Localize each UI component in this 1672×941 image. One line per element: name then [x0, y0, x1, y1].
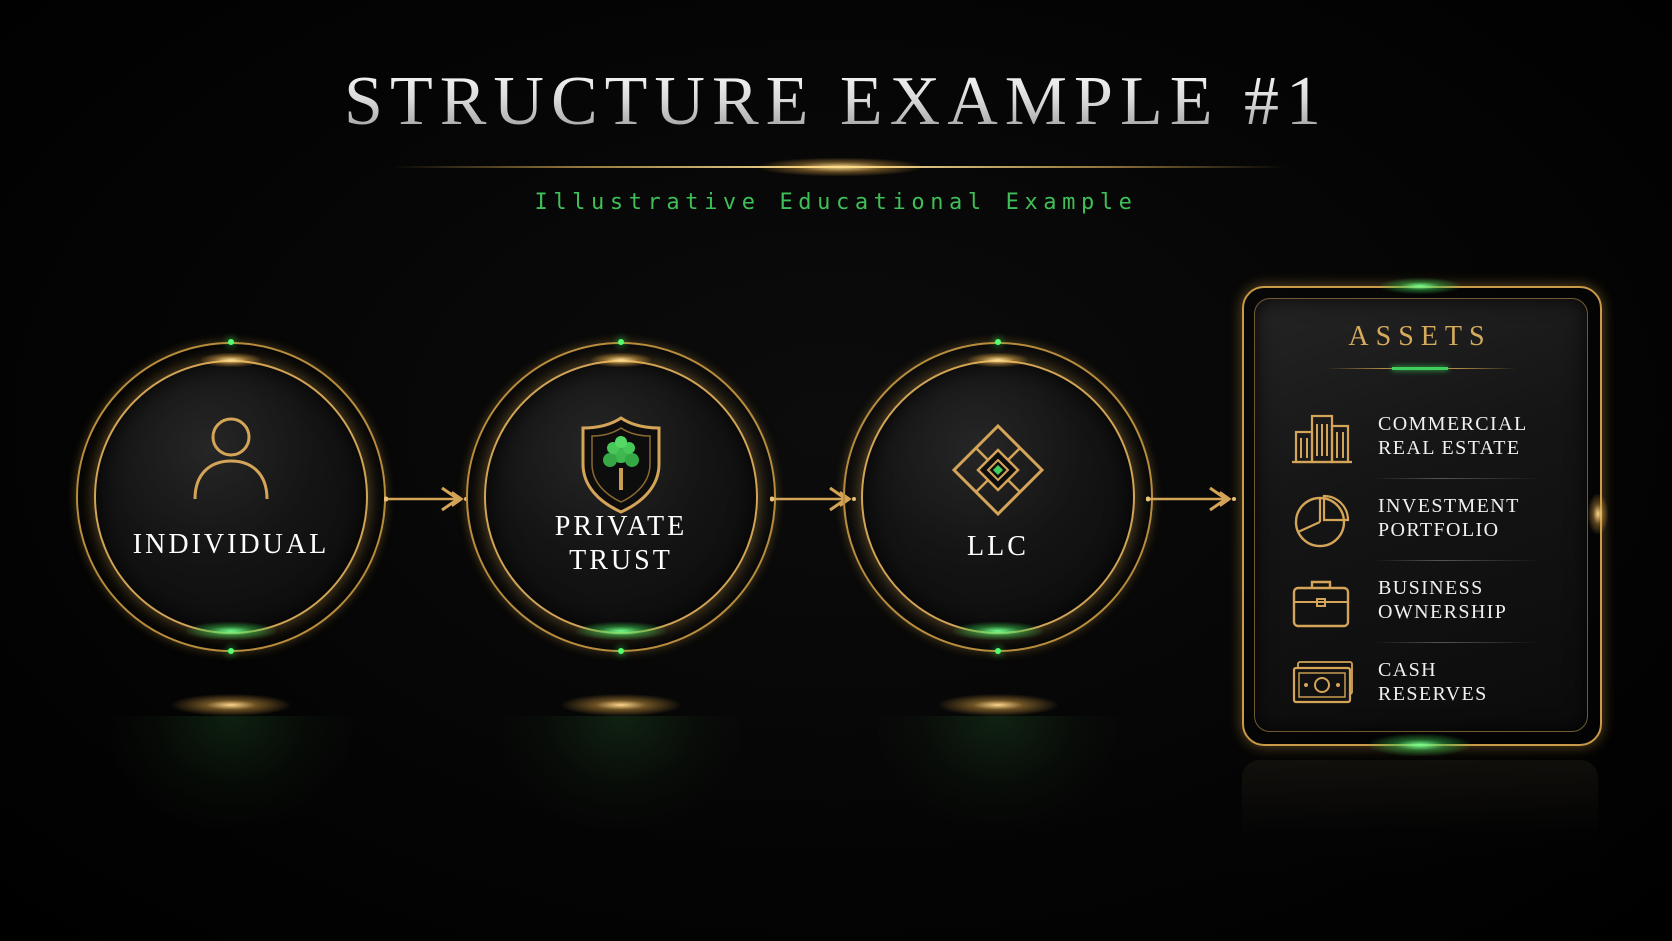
node-base-flare	[171, 694, 291, 716]
asset-item-business-ownership: BUSINESS OWNERSHIP	[1290, 566, 1540, 640]
asset-divider	[1374, 642, 1540, 643]
node-top-dot	[228, 339, 234, 345]
asset-label-line1: BUSINESS	[1378, 577, 1484, 599]
node-top-flare	[591, 353, 651, 367]
node-inner-ring	[861, 360, 1135, 634]
assets-panel-top-glow	[1380, 278, 1460, 294]
node-base-flare	[561, 694, 681, 716]
node-top-dot	[995, 339, 1001, 345]
node-label-line1: PRIVATE	[554, 511, 688, 542]
shield-tree-icon	[581, 416, 661, 514]
node-label-line2: TRUST	[569, 545, 673, 576]
asset-item-commercial-real-estate: COMMERCIAL REAL ESTATE	[1290, 402, 1540, 476]
node-bottom-green-flare	[186, 622, 276, 640]
buildings-icon	[1292, 414, 1352, 464]
asset-label-line2: OWNERSHIP	[1378, 601, 1508, 623]
arrow-right-icon	[1146, 486, 1236, 512]
node-reflection	[501, 716, 741, 826]
node-top-flare	[201, 353, 261, 367]
asset-item-cash-reserves: CASH RESERVES	[1290, 648, 1540, 722]
briefcase-icon	[1292, 580, 1350, 628]
node-bottom-green-flare	[953, 622, 1043, 640]
node-inner-ring	[94, 360, 368, 634]
pie-chart-icon	[1294, 494, 1350, 548]
assets-panel-side-glow	[1588, 494, 1608, 534]
node-private-trust: PRIVATE TRUST	[466, 339, 776, 654]
node-bottom-green-flare	[576, 622, 666, 640]
banknote-icon	[1292, 661, 1353, 704]
node-individual: INDIVIDUAL	[76, 339, 386, 654]
asset-label-line1: INVESTMENT	[1378, 495, 1520, 517]
node-bottom-dot	[228, 648, 234, 654]
asset-label-line2: RESERVES	[1378, 683, 1488, 705]
asset-label-line2: PORTFOLIO	[1378, 519, 1500, 541]
node-reflection	[111, 716, 351, 826]
node-llc: LLC	[843, 339, 1153, 654]
node-bottom-dot	[618, 648, 624, 654]
title-divider-glow	[760, 158, 920, 176]
assets-title: ASSETS	[1348, 321, 1492, 352]
asset-divider	[1374, 560, 1540, 561]
node-reflection	[878, 716, 1118, 826]
page-title: STRUCTURE EXAMPLE #1	[0, 62, 1672, 142]
diamond-icon	[951, 423, 1045, 517]
asset-label-line1: CASH	[1378, 659, 1437, 681]
arrow-right-icon	[384, 486, 468, 512]
assets-panel-inner	[1254, 298, 1588, 732]
asset-label-line2: REAL ESTATE	[1378, 437, 1521, 459]
assets-title-accent	[1392, 367, 1448, 370]
node-top-dot	[618, 339, 624, 345]
node-label: LLC	[967, 531, 1029, 562]
assets-panel-reflection	[1242, 760, 1598, 880]
node-base-flare	[938, 694, 1058, 716]
assets-panel-bottom-glow	[1370, 734, 1470, 756]
page-subtitle: Illustrative Educational Example	[534, 190, 1138, 215]
asset-divider	[1374, 478, 1540, 479]
node-bottom-dot	[995, 648, 1001, 654]
asset-item-investment-portfolio: INVESTMENT PORTFOLIO	[1290, 484, 1540, 558]
node-label: INDIVIDUAL	[132, 529, 330, 560]
node-top-flare	[968, 353, 1028, 367]
person-icon	[193, 417, 269, 500]
asset-label-line1: COMMERCIAL	[1378, 413, 1528, 435]
